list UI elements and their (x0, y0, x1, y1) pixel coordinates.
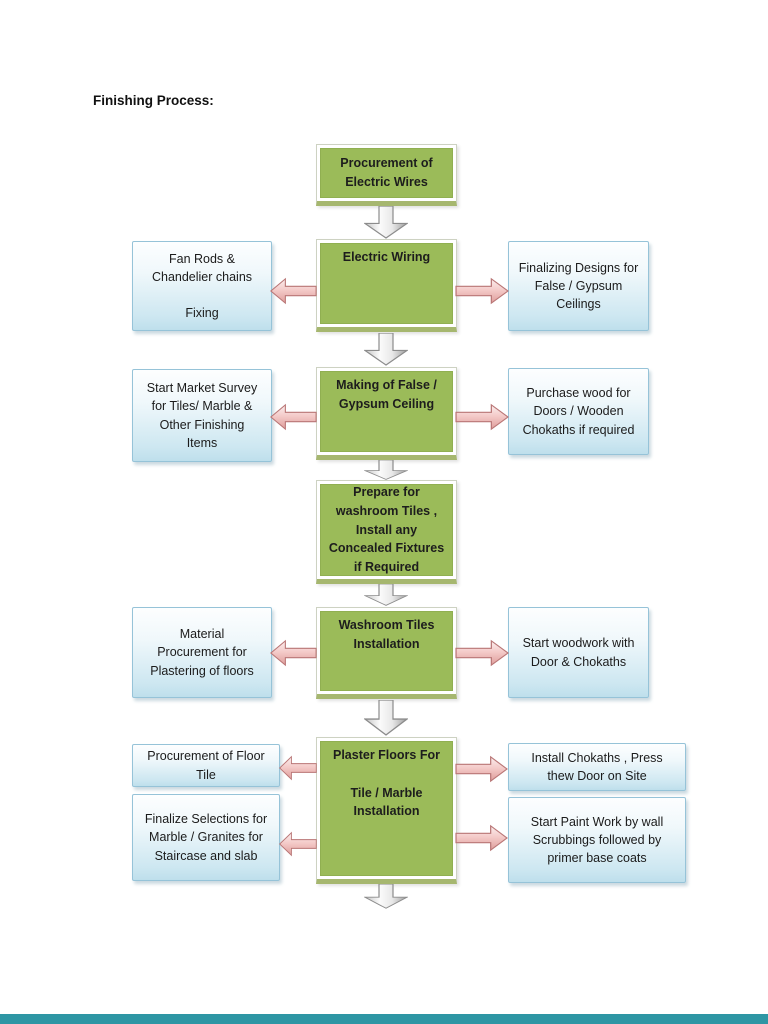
right-arrow-icon (455, 277, 509, 305)
right-arrow-icon (455, 824, 508, 852)
flow-node-purchase-wood-doors: Purchase wood for Doors / Wooden Chokath… (508, 368, 649, 455)
page-title: Finishing Process: (93, 93, 214, 108)
right-arrow-icon (455, 755, 508, 783)
flow-node-label: Procurement of Electric Wires (320, 148, 453, 198)
flow-node-material-procurement-plastering: Material Procurement for Plastering of f… (132, 607, 272, 698)
flow-node-label: Electric Wiring (320, 243, 453, 324)
down-arrow-icon (364, 584, 408, 606)
flow-node-fan-rods-chandelier: Fan Rods & Chandelier chains Fixing (132, 241, 272, 331)
down-arrow-icon (364, 206, 408, 239)
flow-node-label: Making of False / Gypsum Ceiling (320, 371, 453, 452)
flow-node-label: Plaster Floors For Tile / Marble Install… (320, 741, 453, 876)
right-arrow-icon (455, 403, 509, 431)
left-arrow-icon (279, 831, 317, 857)
flow-node-procurement-electric-wires: Procurement of Electric Wires (316, 144, 457, 206)
flow-node-washroom-tiles-installation: Washroom Tiles Installation (316, 607, 457, 699)
flow-node-start-woodwork-doors: Start woodwork with Door & Chokaths (508, 607, 649, 698)
flow-node-start-paint-work: Start Paint Work by wall Scrubbings foll… (508, 797, 686, 883)
down-arrow-icon (364, 884, 408, 909)
left-arrow-icon (270, 403, 317, 431)
flow-node-plaster-floors: Plaster Floors For Tile / Marble Install… (316, 737, 457, 884)
down-arrow-icon (364, 333, 408, 366)
left-arrow-icon (279, 755, 317, 781)
down-arrow-icon (364, 460, 408, 480)
flow-node-install-chokaths: Install Chokaths , Press thew Door on Si… (508, 743, 686, 791)
flow-node-procurement-floor-tile: Procurement of Floor Tile (132, 744, 280, 787)
footer-bar (0, 1014, 768, 1024)
right-arrow-icon (455, 639, 509, 667)
left-arrow-icon (270, 639, 317, 667)
flow-node-finalize-marble-granites: Finalize Selections for Marble / Granite… (132, 794, 280, 881)
flow-node-finalizing-ceiling-designs: Finalizing Designs for False / Gypsum Ce… (508, 241, 649, 331)
flow-node-label: Washroom Tiles Installation (320, 611, 453, 691)
left-arrow-icon (270, 277, 317, 305)
flow-node-start-market-survey: Start Market Survey for Tiles/ Marble & … (132, 369, 272, 462)
down-arrow-icon (364, 700, 408, 736)
flow-node-making-false-gypsum-ceiling: Making of False / Gypsum Ceiling (316, 367, 457, 460)
flow-node-electric-wiring: Electric Wiring (316, 239, 457, 332)
flow-node-prepare-washroom-tiles: Prepare for washroom Tiles , Install any… (316, 480, 457, 584)
flow-node-label: Prepare for washroom Tiles , Install any… (320, 484, 453, 576)
